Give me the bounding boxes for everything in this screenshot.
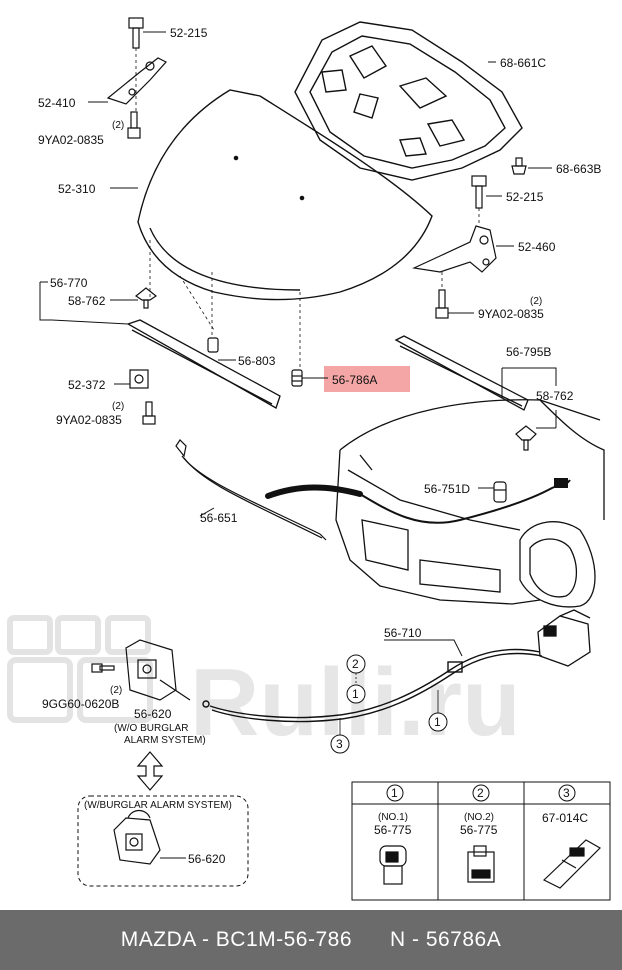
label-58-762-left: 58-762 (68, 294, 106, 308)
callout-2: 2 (346, 654, 366, 674)
svg-text:1: 1 (434, 715, 441, 729)
legend-callout-3: 3 (558, 784, 576, 802)
release-handle (537, 609, 591, 667)
watermark-logo-icon (7, 615, 153, 723)
label-wo-burglar-1: (W/O BURGLAR (114, 723, 188, 734)
bolt-9ya02-0835-c (142, 401, 156, 425)
connector-icon (554, 478, 568, 488)
hood-insulator (294, 21, 523, 181)
legend-col1-no: (NO.1) (378, 812, 408, 823)
svg-text:2: 2 (352, 657, 359, 671)
label-w-burglar: (W/BURGLAR ALARM SYSTEM) (84, 800, 232, 811)
label-68-661c: 68-661C (500, 56, 546, 70)
release-cable-56-710 (202, 648, 543, 723)
bumper-56-751d (493, 481, 507, 503)
label-56-786a: 56-786A (332, 373, 377, 387)
footer-bar: MAZDA - BC1M-56-786 N - 56786A (0, 910, 622, 970)
bumper-56-786a (291, 369, 303, 387)
label-9ya02-0835-a: 9YA02-0835 (38, 133, 104, 147)
latch-56-620-wo (125, 639, 191, 701)
svg-text:1: 1 (352, 687, 359, 701)
hood-52-310 (137, 89, 433, 301)
guide-lines (135, 48, 480, 370)
label-52-215-top: 52-215 (170, 26, 208, 40)
callout-1: 1 (346, 684, 366, 704)
label-wo-burglar-2: ALARM SYSTEM) (124, 735, 206, 746)
burglar-alarm-box (77, 795, 249, 887)
label-52-310: 52-310 (58, 182, 96, 196)
clip-no1-icon (379, 845, 407, 885)
legend-col2-no: (NO.2) (464, 812, 494, 823)
svg-text:1: 1 (391, 786, 398, 800)
label-52-460: 52-460 (518, 240, 556, 254)
double-arrow-icon (136, 751, 164, 791)
label-56-620-b: 56-620 (188, 852, 226, 866)
callout-1-right: 1 (428, 712, 448, 732)
svg-text:3: 3 (336, 737, 343, 751)
label-56-620-a: 56-620 (134, 707, 172, 721)
clip-58-762-right (515, 425, 537, 451)
release-cable-thick (265, 484, 363, 499)
callout-3: 3 (330, 734, 350, 754)
footer-part-number: MAZDA - BC1M-56-786 (120, 928, 352, 951)
clip-no2-icon (467, 845, 495, 883)
hinge-52-410 (106, 57, 167, 105)
legend-col1-part: 56-775 (374, 823, 412, 837)
clip-58-762-left (134, 287, 158, 309)
bolt-9ya02-0835-b (435, 289, 449, 319)
label-58-762-right: 58-762 (536, 389, 574, 403)
highlight-box (324, 366, 410, 392)
car-body (335, 399, 605, 608)
seal-56-770 (126, 319, 281, 409)
legend-callout-2: 2 (472, 784, 490, 802)
label-56-803: 56-803 (238, 354, 276, 368)
label-56-651: 56-651 (200, 511, 238, 525)
label-52-215-right: 52-215 (506, 190, 544, 204)
label-2-c: (2) (112, 401, 124, 412)
clip-68-663b (511, 157, 527, 175)
legend-col3-part: 67-014C (542, 811, 588, 825)
label-56-770: 56-770 (50, 276, 88, 290)
label-68-663b: 68-663B (556, 162, 601, 176)
bolt-52-215-right (471, 175, 487, 209)
clip-legend-table (351, 781, 611, 901)
bolt-9gg60-0620b (91, 663, 115, 673)
bolt-52-215-top (128, 17, 144, 49)
label-56-751d: 56-751D (424, 482, 470, 496)
label-9gg60-0620b: 9GG60-0620B (42, 697, 119, 711)
label-56-710: 56-710 (384, 626, 422, 640)
legend-callout-1: 1 (386, 784, 404, 802)
parts-diagram: Rulli.ru 68-661C 68-663B 52-215 52-41 (7, 17, 611, 901)
label-9ya02-0835-b: 9YA02-0835 (478, 307, 544, 321)
label-2-d: (2) (110, 685, 122, 696)
svg-text:2: 2 (477, 786, 484, 800)
label-52-410: 52-410 (38, 96, 76, 110)
label-56-795b: 56-795B (506, 345, 551, 359)
label-52-372: 52-372 (68, 378, 106, 392)
svg-text:3: 3 (563, 786, 570, 800)
label-9ya02-0835-c: 9YA02-0835 (56, 413, 122, 427)
latch-52-372 (129, 369, 149, 389)
clip-67-014c-icon (542, 839, 601, 889)
bumper-56-803 (207, 337, 219, 353)
bolt-9ya02-0835-a (127, 111, 141, 139)
prop-rod-56-651 (175, 439, 327, 541)
hinge-52-460 (411, 225, 497, 273)
label-2-a: (2) (112, 120, 124, 131)
label-2-b: (2) (530, 296, 542, 307)
footer-code: N - 56786A (390, 928, 502, 951)
latch-56-620-w (113, 809, 161, 865)
legend-col2-part: 56-775 (460, 823, 498, 837)
